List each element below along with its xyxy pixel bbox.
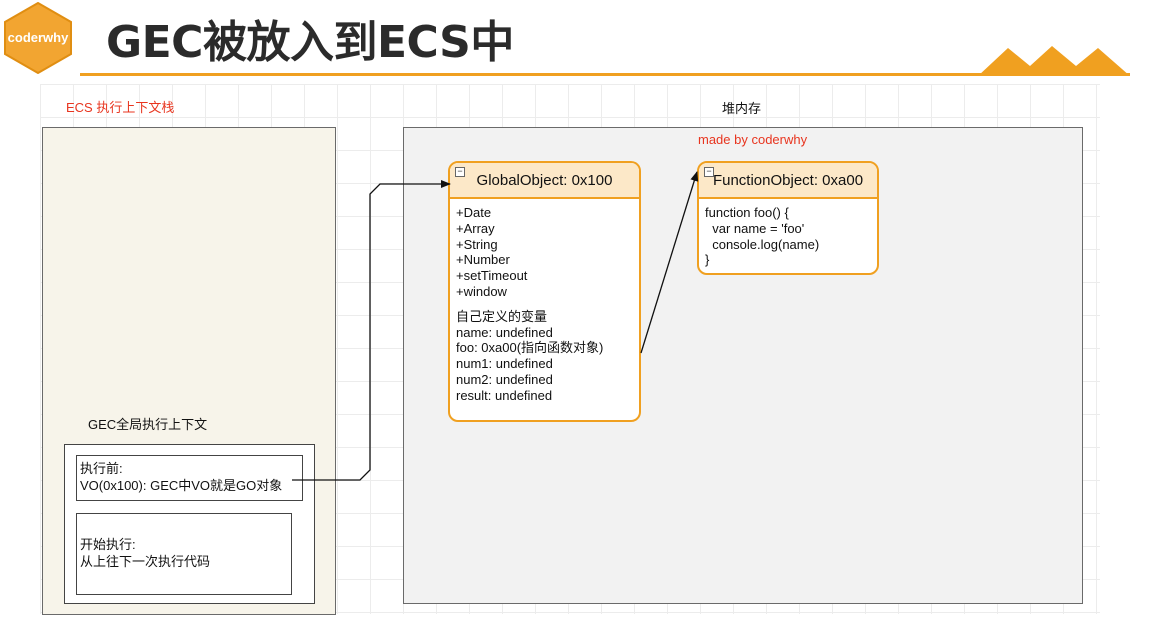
go-prop: +setTimeout [456, 268, 528, 284]
global-object-body: +Date +Array +String +Number +setTimeout… [450, 199, 639, 410]
heap-label: 堆内存 [722, 101, 762, 116]
header-rule [80, 73, 1130, 76]
go-prop: +Array [456, 220, 495, 236]
go-var: num1: undefined [456, 356, 553, 372]
go-prop: +Date [456, 205, 492, 220]
code-line: function foo() { [705, 205, 789, 220]
function-object-body: function foo() { var name = 'foo' consol… [699, 199, 877, 273]
made-by-label: made by coderwhy [698, 132, 808, 147]
go-prop: +window [456, 283, 507, 299]
gec-before-box: 执行前: VO(0x100): GEC中VO就是GO对象 [76, 455, 303, 501]
start-text: 从上往下一次执行代码 [80, 554, 211, 569]
function-object-title: FunctionObject: 0xa00 [712, 172, 864, 189]
code-line: } [705, 252, 710, 268]
before-title: 执行前: [80, 461, 123, 476]
gec-start-box: 开始执行: 从上往下一次执行代码 [76, 513, 292, 595]
logo-text: coderwhy [8, 30, 69, 45]
coderwhy-logo: coderwhy [4, 2, 72, 74]
foo-to-function-object-arrow [640, 171, 699, 354]
go-prop: +Number [456, 252, 510, 268]
go-prop: +String [456, 236, 498, 252]
gec-box: 执行前: VO(0x100): GEC中VO就是GO对象 开始执行: 从上往下一… [64, 444, 315, 604]
mountains-decoration [978, 46, 1130, 76]
go-var: num2: undefined [456, 371, 553, 387]
collapse-icon[interactable]: − [455, 167, 465, 177]
go-var: foo: 0xa00(指向函数对象) [456, 340, 604, 356]
before-text: VO(0x100): GEC中VO就是GO对象 [80, 478, 283, 493]
global-object-header: − GlobalObject: 0x100 [450, 163, 639, 199]
code-line: console.log(name) [705, 236, 820, 252]
global-object: − GlobalObject: 0x100 +Date +Array +Stri… [448, 161, 641, 422]
gec-label: GEC全局执行上下文 [88, 417, 208, 432]
go-var: result: undefined [456, 387, 553, 403]
code-line: var name = 'foo' [705, 220, 805, 236]
function-object-header: − FunctionObject: 0xa00 [699, 163, 877, 199]
go-var: name: undefined [456, 324, 553, 340]
global-object-title: GlobalObject: 0x100 [476, 172, 613, 189]
go-section-title: 自己定义的变量 [456, 308, 548, 324]
start-title: 开始执行: [80, 537, 136, 552]
ecs-label: ECS 执行上下文栈 [66, 100, 175, 115]
function-object: − FunctionObject: 0xa00 function foo() {… [697, 161, 879, 275]
collapse-icon[interactable]: − [704, 167, 714, 177]
page-title: GEC被放入到ECS中 [106, 17, 514, 68]
vo-to-global-object-arrow [292, 180, 451, 481]
